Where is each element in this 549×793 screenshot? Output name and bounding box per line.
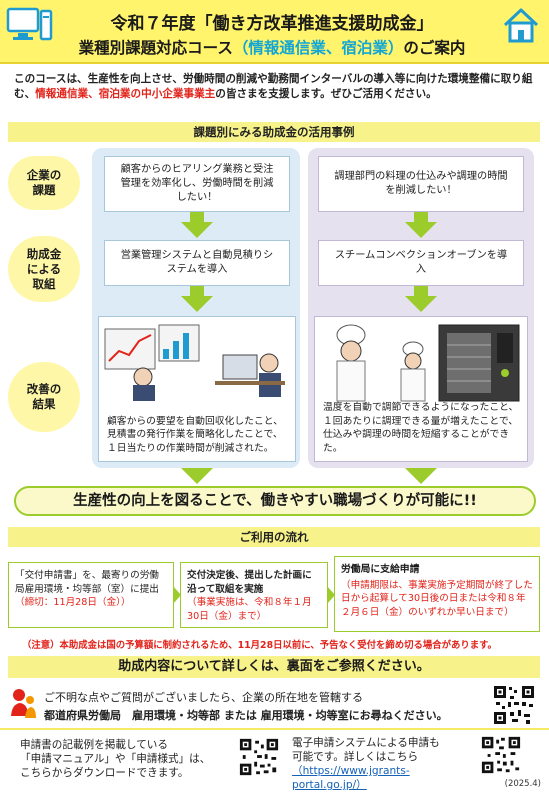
down-arrow-icon xyxy=(405,296,437,312)
ministry-logo-icon xyxy=(11,689,36,718)
page-subtitle: 業種別課題対応コース（情報通信業、宿泊業）のご案内 xyxy=(78,39,466,57)
flow-step-3: 労働局に支給申請 （申請期限は、事業実施予定期間が終了した日から起算して30日後… xyxy=(334,556,540,632)
flow-heading: ご利用の流れ xyxy=(8,527,540,547)
step3-deadline: （申請期限は、事業実施予定期間が終了した日から起算して30日後の日または令和８年… xyxy=(341,579,533,618)
right-result-text: 温度を自動で調節できるようになったこと、１回あたりに調理できる量が増えたことで、… xyxy=(323,402,519,454)
page-title: 令和７年度「働き方改革推進支援助成金」 xyxy=(110,14,434,34)
e-application-text: 電子申請システムによる申請も 可能です。詳しくはこちら （https://www… xyxy=(292,736,462,792)
contact-line-1: ご不明な点やご質問がございましたら、企業の所在地を管轄する xyxy=(44,691,363,704)
contact-line-2: 都道府県労働局 雇用環境・均等部 または 雇用環境・均等室にお尋ねください。 xyxy=(44,709,448,722)
arrow-stem xyxy=(414,212,428,224)
arrow-stem xyxy=(190,212,204,224)
flow-step-1: 「交付申請書」を、最寄りの労働局雇用環境・均等部（室）に提出 （締切：11月28… xyxy=(8,562,174,628)
right-arrow-icon xyxy=(327,586,335,604)
issue-date: (2025.4) xyxy=(504,779,541,789)
left-issue-box: 顧客からのヒアリング業務と受注管理を効率化し、労働時間を削減したい！ xyxy=(104,156,290,212)
qr-code-icon[interactable] xyxy=(238,736,280,778)
down-arrow-icon xyxy=(405,468,437,484)
chef-oven-illustration xyxy=(336,324,520,402)
left-action-box: 営業管理システムと自動見積りシステムを導入 xyxy=(104,240,290,286)
footer-divider xyxy=(0,728,549,730)
right-action-box: スチームコンベクションオーブンを導入 xyxy=(318,240,524,286)
qr-code-icon[interactable] xyxy=(480,734,522,776)
house-icon xyxy=(503,8,539,43)
industry-highlight: （情報通信業、宿泊業） xyxy=(232,39,404,57)
office-worker-illustration xyxy=(104,324,285,401)
down-arrow-icon xyxy=(181,468,213,484)
budget-note: （注意）本助成金は国の予算額に制約されるため、11月28日以前に、予告なく受付を… xyxy=(22,640,497,651)
label-issue: 企業の課題 xyxy=(8,156,80,210)
left-result-box: 顧客からの要望を自動回収化したこと、見積書の発行作業を簡略化したことで、１日当た… xyxy=(98,316,296,462)
flow-step-2: 交付決定後、提出した計画に沿って取組を実施 （事業実施は、令和８年１月30日（金… xyxy=(180,562,328,628)
details-banner: 助成内容について詳しくは、裏面をご参照ください。 xyxy=(8,656,540,678)
qr-code-icon[interactable] xyxy=(492,684,536,726)
header: 令和７年度「働き方改革推進支援助成金」 業種別課題対応コース（情報通信業、宿泊業… xyxy=(0,0,549,64)
manual-download-text: 申請書の記載例を掲載している 「申請マニュアル」や「申請様式」は、 こちらからダ… xyxy=(20,739,211,779)
arrow-stem xyxy=(414,286,428,298)
right-arrow-icon xyxy=(173,586,181,604)
step2-deadline: （事業実施は、令和８年１月30日（金）まで） xyxy=(187,597,312,622)
arrow-stem xyxy=(190,286,204,298)
jgrants-link[interactable]: （https://www.jgrants-portal.go.jp/） xyxy=(292,765,410,791)
right-result-box: 温度を自動で調節できるようになったこと、１回あたりに調理できる量が増えたことで、… xyxy=(314,316,528,462)
left-result-text: 顧客からの要望を自動回収化したこと、見積書の発行作業を簡略化したことで、１日当た… xyxy=(107,415,283,454)
intro-text: このコースは、生産性を向上させ、労働時間の削減や勤務間インターバルの導入等に向け… xyxy=(14,73,533,100)
target-business-highlight: 情報通信業、宿泊業の中小企業事業主 xyxy=(35,87,216,100)
label-action: 助成金による取組 xyxy=(8,236,80,302)
computer-icon xyxy=(6,7,53,41)
down-arrow-icon xyxy=(405,222,437,238)
right-issue-box: 調理部門の料理の仕込みや調理の時間を削減したい！ xyxy=(318,156,524,212)
down-arrow-icon xyxy=(181,222,213,238)
label-result: 改善の結果 xyxy=(8,362,80,432)
cases-heading: 課題別にみる助成金の活用事例 xyxy=(8,122,540,142)
down-arrow-icon xyxy=(181,296,213,312)
conclusion-banner: 生産性の向上を図ることで、働きやすい職場づくりが可能に!! xyxy=(14,486,536,516)
step1-deadline: （締切：11月28日（金）） xyxy=(15,597,131,608)
